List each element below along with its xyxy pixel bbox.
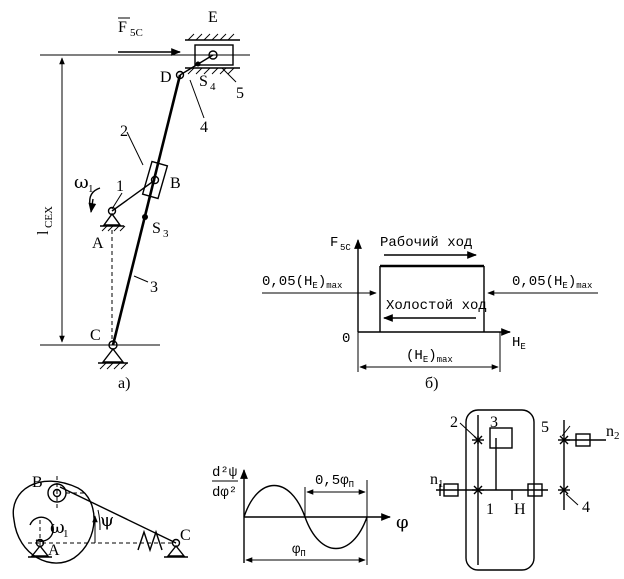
input-bearing [443,483,459,497]
carrier-bearing [527,483,543,497]
point-B-label: B [170,175,181,192]
point-C-label: C [90,327,101,344]
leader-1 [111,192,123,210]
ground-A [102,212,122,226]
point-S4-sub: 4 [210,81,216,93]
phase-label: φП [292,542,306,559]
joint-B [150,175,160,185]
cam-omega: ω [50,517,65,538]
caption-b: б) [425,375,438,392]
point-D-label: D [160,69,172,86]
omega-label: ω [74,172,89,193]
law-numerator: d²ψ [212,465,237,481]
joint-E [208,50,218,60]
idle-stroke-label: Холостой ход [386,297,487,314]
point-S3-label: S [152,220,161,237]
follower-arm [59,486,177,544]
svg-text:l: l [35,230,52,235]
link-4-label: 4 [200,119,208,136]
cam-omega-arrow [29,516,54,542]
cam-point-A: A [48,542,60,559]
cam-point-C: C [180,527,191,544]
point-S3 [142,214,148,220]
link-5-label: 5 [236,85,244,102]
link-2-label: 2 [120,123,128,140]
half-phase-label: 0,5φП [315,473,354,490]
cam-psi: ψ [100,510,114,531]
linkage-mechanism: F 5C E D S 4 5 4 2 1 B ω 1 A S 3 3 C l C… [35,9,250,392]
work-stroke-label: Рабочий ход [380,234,472,251]
spring [137,529,163,553]
point-S3-sub: 3 [163,228,169,240]
sine-curve [243,485,368,550]
y-axis-sub: 5C [340,243,351,253]
origin-label: 0 [342,331,350,347]
output-bearing [575,433,591,447]
point-S4-label: S [199,73,208,90]
force-sub: 5C [130,27,143,39]
x-axis-label: HE [512,335,526,352]
ground-C [101,347,125,363]
right-tol-label: 0,05(HE)max [512,274,592,291]
link-3-label: 3 [150,279,158,296]
cam-omega-sub: 1 [63,528,69,540]
omega-sub: 1 [88,183,94,195]
link-1-crank [111,179,156,212]
gear-1-label: 1 [486,501,494,518]
cam-point-B: B [32,474,43,491]
link-1-label: 1 [116,178,124,195]
slider-block-2 [141,160,169,200]
leader-2 [126,131,144,166]
law-denominator: dφ² [212,485,237,501]
point-A-label: A [92,235,104,252]
caption-a: а) [118,375,130,392]
gear-2-label: 2 [450,414,458,431]
leader-5 [221,67,237,83]
point-E-label: E [208,9,218,26]
gear-4-label: 4 [582,499,590,516]
carrier-label: H [514,501,526,518]
point-S4 [195,61,201,67]
psi-arc [97,509,101,531]
gear-5-label: 5 [541,419,549,436]
gear-3-label: 3 [490,414,498,431]
dimension-label: l CEX [35,206,55,235]
leader-4 [189,79,205,119]
slider-5 [194,44,234,66]
cam-law-plot: d²ψ dφ² 0,5φП φП φ [212,465,409,565]
cam-mechanism: B ω 1 ψ A C [12,474,191,564]
gear-3-block [489,427,513,449]
force-diagram: F 5C Рабочий ход Холостой ход 0,05(HE)ma… [262,234,598,392]
force-label: F [118,19,127,36]
output-speed: n2 [606,423,620,442]
svg-text:CEX: CEX [43,206,55,228]
law-x-label: φ [396,512,409,533]
input-speed: n1 [430,471,444,490]
range-label: (HE)max [406,348,453,365]
gearbox: 2 3 5 n1 n2 1 H 4 [430,409,620,571]
link-3-rocker [111,74,182,346]
y-axis-label: F [330,235,338,251]
left-tol-label: 0,05(HE)max [262,274,342,291]
leader-3 [133,275,149,283]
